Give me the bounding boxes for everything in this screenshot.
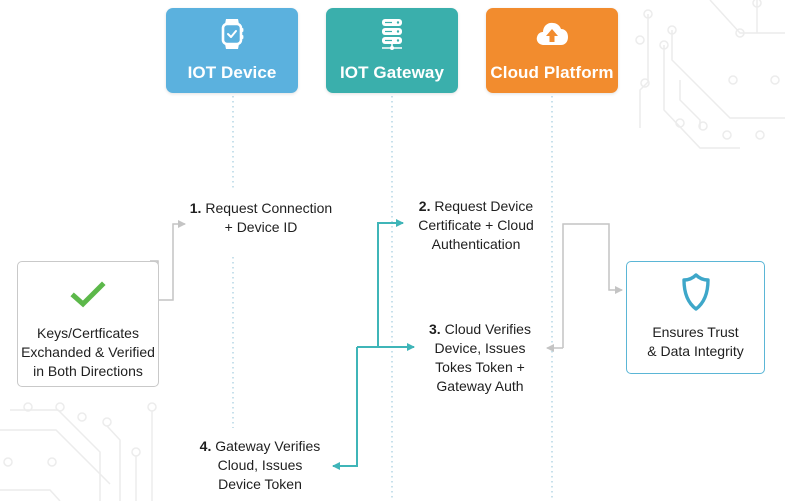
cloud-upload-icon [536, 22, 568, 45]
iot-gateway-box: IOT Gateway [326, 8, 458, 93]
keys-text: in Both Directions [33, 363, 143, 379]
step-4: 4. Gateway Verifies Cloud, Issues Device… [190, 437, 330, 494]
step-text: Cloud Verifies [444, 321, 531, 337]
trust-integrity-box: Ensures Trust & Data Integrity [626, 261, 765, 374]
step-number: 2. [418, 198, 431, 214]
step-text: Authentication [431, 236, 521, 252]
step-3: 3. Cloud Verifies Device, Issues Tokes T… [415, 320, 545, 396]
step-number: 3. [429, 321, 441, 337]
arrow-to-step4 [332, 347, 358, 470]
step-text: + Device ID [224, 219, 298, 235]
step-text: Device Token [218, 476, 302, 492]
arrow-cloud-to-trust [562, 223, 623, 348]
step-number: 4. [199, 438, 212, 454]
step-text: Cloud, Issues [217, 457, 303, 473]
trust-text: & Data Integrity [647, 343, 744, 359]
step-text: Tokes Token + [435, 359, 525, 375]
step-text: Request Connection [205, 200, 333, 216]
arrow-to-step2 [377, 219, 404, 347]
iot-gateway-label: IOT Gateway [339, 63, 445, 82]
checkmark-icon [70, 281, 106, 308]
trust-text: Ensures Trust [652, 324, 739, 340]
smartwatch-icon [221, 19, 244, 49]
step-1: 1. Request Connection + Device ID [180, 199, 342, 237]
step-text: Certificate + Cloud [418, 217, 534, 233]
step-text: Gateway Auth [436, 378, 524, 394]
step-2: 2. Request Device Certificate + Cloud Au… [405, 197, 547, 254]
cloud-platform-box: Cloud Platform [486, 8, 618, 93]
step-text: Device, Issues [434, 340, 526, 356]
keys-exchanged-box: Keys/Certficates Exchanded & Verified in… [17, 261, 159, 387]
server-stack-icon [382, 19, 402, 50]
iot-device-label: IOT Device [187, 63, 277, 82]
keys-text: Keys/Certficates [37, 325, 139, 341]
shield-icon [681, 273, 710, 311]
step-number: 1. [189, 200, 202, 216]
cloud-platform-label: Cloud Platform [490, 63, 614, 82]
step-text: Request Device [434, 198, 534, 214]
keys-text: Exchanded & Verified [21, 344, 155, 360]
iot-device-box: IOT Device [166, 8, 298, 93]
step-text: Gateway Verifies [215, 438, 321, 454]
